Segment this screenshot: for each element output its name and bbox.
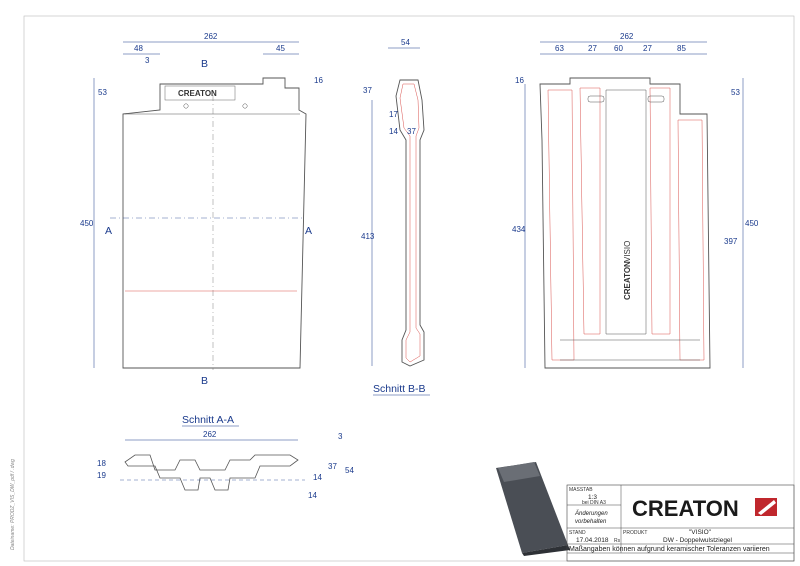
back-rib-right <box>677 119 705 361</box>
section-bb-title: Schnitt B-B <box>373 383 426 395</box>
dim-back-right-height: 450 <box>745 219 759 228</box>
nail-hole-icon <box>183 103 189 109</box>
brand-logo: CREATON <box>632 496 739 521</box>
sheet-border <box>23 15 795 562</box>
dim-back-c: 60 <box>614 44 623 53</box>
dim-inner: 3 <box>145 56 150 65</box>
dim-aa-left-b: 19 <box>97 471 106 480</box>
dim-back-left-height: 434 <box>512 225 526 234</box>
dim-aa-r1: 37 <box>328 462 337 471</box>
front-logo-text: CREATON <box>178 89 217 98</box>
nail-hole-icon <box>242 103 248 109</box>
back-product-text: VISIO <box>623 241 632 262</box>
back-rib-2 <box>649 87 671 335</box>
dim-aa-width: 262 <box>203 430 217 439</box>
section-bb-view: 54 37 17 14 37 413 Schnitt B-B <box>361 38 430 396</box>
back-rib-1 <box>579 87 601 335</box>
dim-bb-height: 413 <box>361 232 375 241</box>
side-filename: Dateiname: PRODZ_VIS_DW_pdf / .dwg <box>10 459 16 550</box>
tile-3d-edge <box>522 545 570 556</box>
back-center-panel <box>605 89 647 335</box>
title-block: MASSTAB 1:3 bei DIN A3 Änderungen vorbeh… <box>566 484 795 562</box>
dim-width: 262 <box>204 32 218 41</box>
date-value: 17.04.2018 <box>576 537 609 544</box>
dim-aa-r3: 14 <box>313 473 322 482</box>
dim-back-b: 27 <box>588 44 597 53</box>
scale-value: 1:3 <box>588 494 597 501</box>
back-lug-right <box>647 95 665 103</box>
product-name: "VISIO" <box>689 529 712 536</box>
product-type: DW - Doppelwulstziegel <box>663 537 733 544</box>
brand-mark-slash-icon <box>758 500 776 515</box>
dim-bb-b: 14 <box>389 127 398 136</box>
dim-back-inner-height: 397 <box>724 237 738 246</box>
dim-back-width: 262 <box>620 32 634 41</box>
section-aa-title: Schnitt A-A <box>182 414 234 426</box>
section-mark-a-left: A <box>105 225 112 237</box>
dim-aa-r2: 54 <box>345 466 354 475</box>
revision-mark: Rs <box>614 538 621 544</box>
dim-bb-top: 54 <box>401 38 410 47</box>
dim-back-left-small: 16 <box>515 76 524 85</box>
section-mark-b-top: B <box>201 58 208 70</box>
dim-aa-right-small: 3 <box>338 432 343 441</box>
back-view: VISIO CREATON 262 63 27 60 27 85 16 53 4… <box>512 32 759 369</box>
dim-height: 450 <box>80 219 94 228</box>
dim-right: 45 <box>276 44 285 53</box>
dim-left-nose: 53 <box>98 88 107 97</box>
back-tile-outline <box>539 77 711 369</box>
footer-note: Maßangaben können aufgrund keramischer T… <box>569 546 770 553</box>
back-logo-text: CREATON <box>623 261 632 300</box>
changes-line2: vorbehalten <box>575 519 607 525</box>
dim-back-d: 27 <box>643 44 652 53</box>
section-bb-profile <box>395 79 425 367</box>
dim-bb-c: 37 <box>407 127 416 136</box>
scale-note: bei DIN A3 <box>582 500 606 506</box>
dim-back-e: 85 <box>677 44 686 53</box>
front-head-panel <box>164 85 236 101</box>
date-label: STAND <box>569 530 586 536</box>
dim-back-a: 63 <box>555 44 564 53</box>
dim-left: 48 <box>134 44 143 53</box>
section-mark-a-right: A <box>305 225 312 237</box>
back-rib-left <box>547 89 575 361</box>
section-aa-view: Schnitt A-A 262 18 19 3 37 54 14 14 <box>97 414 354 500</box>
front-tile-outline <box>122 77 307 369</box>
section-aa-profile <box>124 454 299 491</box>
front-view: CREATON B B A A 262 48 45 3 16 53 450 <box>80 32 323 387</box>
scale-label: MASSTAB <box>569 487 593 493</box>
tile-3d-illustration <box>496 462 570 556</box>
dim-back-right-top: 53 <box>731 88 740 97</box>
dim-bb-left-top: 37 <box>363 86 372 95</box>
dim-bb-a: 17 <box>389 110 398 119</box>
title-block-frame <box>566 484 795 562</box>
dim-aa-left-a: 18 <box>97 459 106 468</box>
section-bb-inner-red <box>399 83 421 363</box>
dim-right-small: 16 <box>314 76 323 85</box>
dim-aa-r4: 14 <box>308 491 317 500</box>
tile-3d-head <box>498 462 540 482</box>
back-lug-left <box>587 95 605 103</box>
changes-line1: Änderungen <box>574 510 608 517</box>
product-label: PRODUKT <box>623 530 647 536</box>
tile-3d-body <box>496 462 568 553</box>
section-mark-b-bottom: B <box>201 375 208 387</box>
